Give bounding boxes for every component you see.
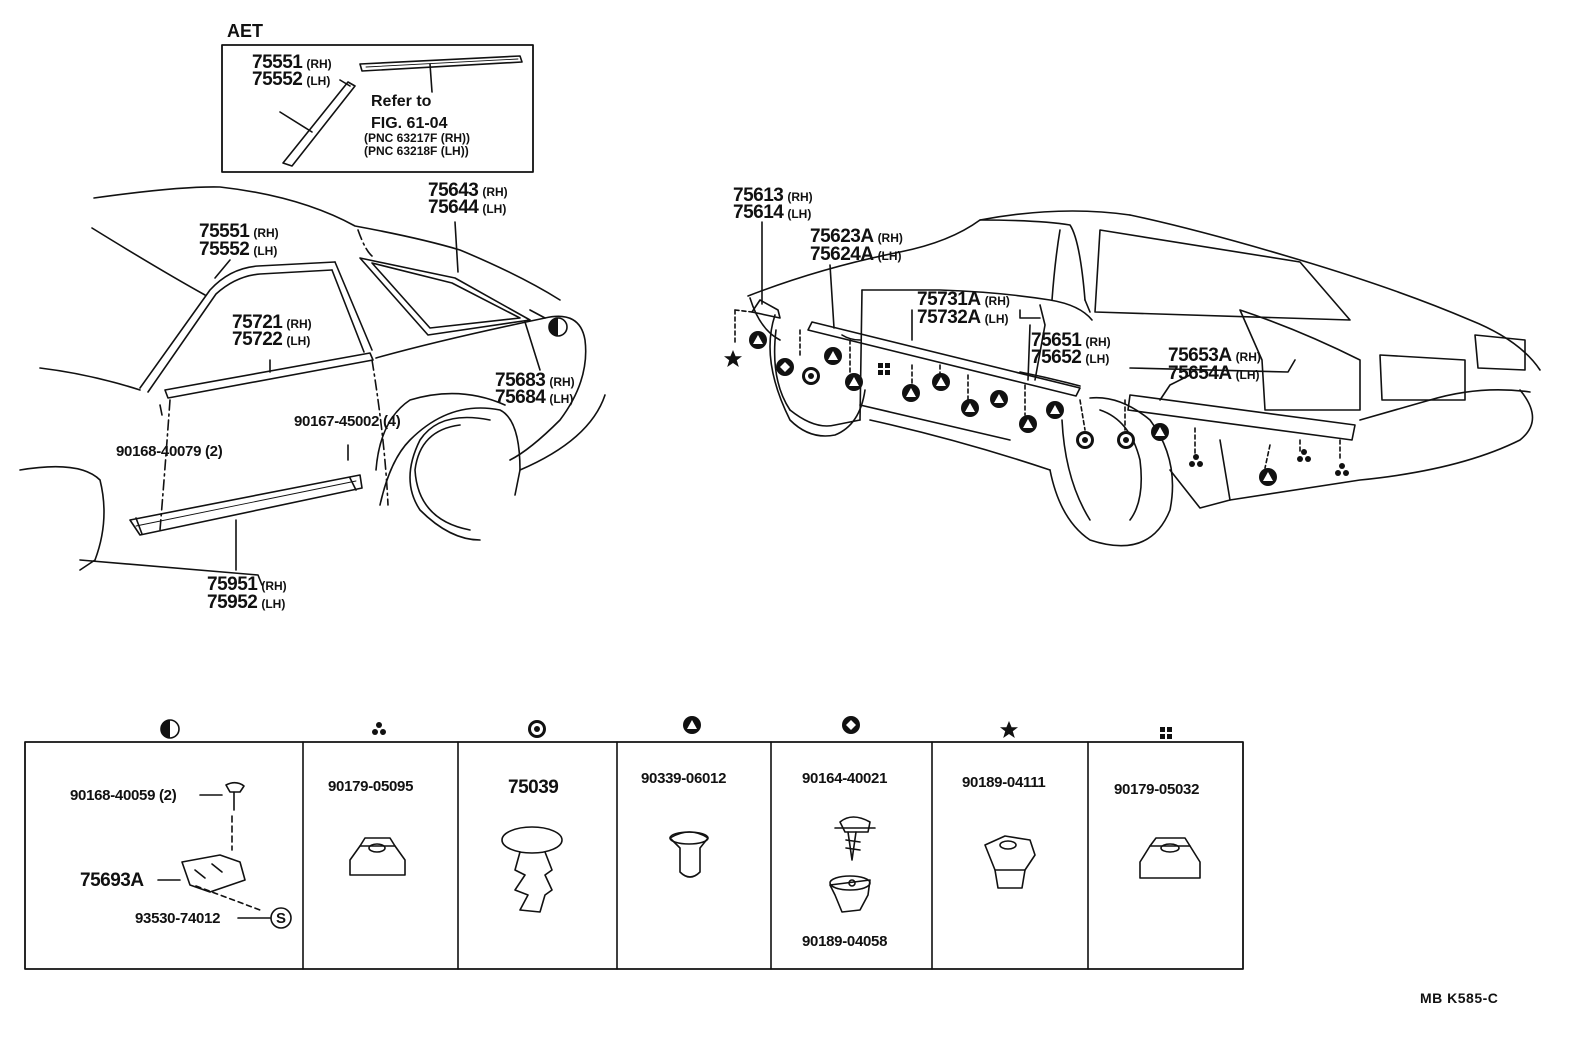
part-number: 75644 [428, 197, 479, 218]
part-number: 75623A [810, 226, 874, 247]
triangle-icon [682, 715, 702, 735]
label-75731A: 75731A(RH) [917, 290, 1010, 309]
part-number: 75722 [232, 329, 283, 350]
diamond-icon [841, 715, 861, 735]
part-number: 75951 [207, 574, 258, 595]
label-75732A: 75732A(LH) [917, 308, 1009, 327]
label-90164-40021: 90164-40021 [802, 770, 888, 787]
label-75683: 75683(RH) [495, 371, 575, 390]
side: (RH) [261, 579, 287, 593]
side: (RH) [253, 226, 279, 240]
part-number: 75651 [1031, 330, 1082, 351]
label-90167-45002: 90167-45002 (4) [294, 413, 401, 430]
inset-part-75552: 75552(LH) [252, 70, 330, 89]
part-number: 75643 [428, 180, 479, 201]
side: (LH) [877, 249, 902, 263]
side: (RH) [787, 190, 813, 204]
part-number: 75552 [252, 69, 303, 90]
label-75552: 75552(LH) [199, 240, 277, 259]
tri-dot-icon [369, 719, 389, 739]
side: (LH) [984, 312, 1009, 326]
label-75721: 75721(RH) [232, 313, 312, 332]
side: (LH) [549, 392, 574, 406]
four-square-icon [1156, 723, 1176, 743]
side: (RH) [1235, 350, 1261, 364]
part-number: 75552 [199, 239, 250, 260]
label-75952: 75952(LH) [207, 593, 285, 612]
part-number: 75684 [495, 387, 546, 408]
label-75652: 75652(LH) [1031, 348, 1109, 367]
inset-refer-to: Refer to [371, 93, 432, 110]
ring-dot-icon [527, 719, 547, 739]
side: (LH) [787, 207, 812, 221]
part-number: 75551 [199, 221, 250, 242]
label-75623A: 75623A(RH) [810, 227, 903, 246]
label-75643: 75643(RH) [428, 181, 508, 200]
half-circle-icon [160, 719, 180, 739]
inset-fig-ref: FIG. 61-04 [371, 115, 448, 132]
label-75684: 75684(LH) [495, 388, 573, 407]
label-90179-05032: 90179-05032 [1114, 781, 1200, 798]
label-75693A: 75693A [80, 870, 144, 891]
inset-title: AET [227, 21, 263, 41]
part-number: 75721 [232, 312, 283, 333]
label-75644: 75644(LH) [428, 198, 506, 217]
label-75551: 75551(RH) [199, 222, 279, 241]
label-75951: 75951(RH) [207, 575, 287, 594]
part-number: 75683 [495, 370, 546, 391]
side: (RH) [1085, 335, 1111, 349]
label-75651: 75651(RH) [1031, 331, 1111, 350]
part-number: 75613 [733, 185, 784, 206]
footer-code: MB K585-C [1420, 990, 1499, 1006]
side: (LH) [482, 202, 507, 216]
part-number: 75653A [1168, 345, 1232, 366]
inset-pnc-rh: (PNC 63217F (RH)) [364, 131, 471, 145]
label-75039: 75039 [508, 777, 559, 798]
label-90179-05095: 90179-05095 [328, 778, 414, 795]
label-90339-06012: 90339-06012 [641, 770, 727, 787]
part-number: 75732A [917, 307, 981, 328]
label-75613: 75613(RH) [733, 186, 813, 205]
part-number: 75654A [1168, 363, 1232, 384]
side: (LH) [261, 597, 286, 611]
label-90189-04111: 90189-04111 [962, 774, 1046, 791]
inset-part-75551: 75551(RH) [252, 53, 332, 72]
label-90189-04058: 90189-04058 [802, 933, 888, 950]
part-number: 75624A [810, 244, 874, 265]
side: (LH) [253, 244, 278, 258]
s-mark: S [276, 910, 286, 927]
side: (LH) [306, 74, 331, 88]
side: (RH) [877, 231, 903, 245]
label-75614: 75614(LH) [733, 203, 811, 222]
label-93530-74012: 93530-74012 [135, 910, 221, 927]
side: (RH) [286, 317, 312, 331]
part-number: 75551 [252, 52, 303, 73]
side: (RH) [482, 185, 508, 199]
side: (LH) [1235, 368, 1260, 382]
part-number: 75731A [917, 289, 981, 310]
label-75722: 75722(LH) [232, 330, 310, 349]
side: (LH) [1085, 352, 1110, 366]
label-90168-40059: 90168-40059 (2) [70, 787, 177, 804]
label-75653A: 75653A(RH) [1168, 346, 1261, 365]
side: (RH) [549, 375, 575, 389]
label-90168-40079: 90168-40079 (2) [116, 443, 223, 460]
part-number: 75614 [733, 202, 784, 223]
label-75624A: 75624A(LH) [810, 245, 902, 264]
side: (RH) [306, 57, 332, 71]
part-number: 75652 [1031, 347, 1082, 368]
part-number: 75952 [207, 592, 258, 613]
side: (LH) [286, 334, 311, 348]
inset-pnc-lh: (PNC 63218F (LH)) [364, 144, 469, 158]
side: (RH) [984, 294, 1010, 308]
star-icon [999, 720, 1019, 740]
label-75654A: 75654A(LH) [1168, 364, 1260, 383]
